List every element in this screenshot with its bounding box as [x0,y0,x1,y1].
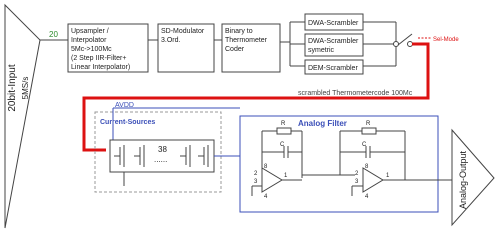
stage-1-pin-2: 2 [254,171,258,177]
output-port-label: Analog-Output [458,150,468,209]
input-port-rate: 5MS/s [21,77,30,100]
stage-2-pin-2: 2 [355,171,359,177]
switch-contact-a [393,41,399,47]
dwa-scrambler-label: DWA-Scrambler [308,20,359,27]
transistor-cell-4 [198,145,209,167]
upsampler-line-1: Upsampler / [71,28,109,35]
stage-1-pin-4: 4 [264,194,268,200]
stage-2-pin-1: 1 [386,173,390,179]
dwa-sym-scrambler-label-1: DWA-Scrambler [308,38,359,45]
input-port-shape [4,3,41,229]
transistor-cell-1 [114,145,125,167]
stage-2-pin-8: 8 [365,164,369,170]
current-sources-title: Current-Sources [100,119,155,126]
output-port-shape [451,128,495,227]
therm-coder-block [221,23,281,73]
upsampler-line-3: 5Mc->100Mc [71,46,112,53]
dwa-sym-scrambler-label-2: symetric [308,47,335,54]
analog-filter-block [239,115,439,213]
upsampler-line-4: (2 Step IIR-Filter+ [71,55,126,62]
stage-1-pin-3: 3 [254,179,258,185]
stage-2-c-label: C [362,142,367,148]
transistor-cell-2 [134,145,145,167]
dem-scrambler-label: DEM-Scrambler [308,65,358,72]
stage-1-r-label: R [281,121,286,127]
sd-modulator-line-1: SD-Modulator [161,28,205,35]
stage-1-pin-1: 1 [284,173,288,179]
current-sources-block [94,111,222,193]
dwa-sym-scrambler-block [304,33,364,57]
stage-2-pin-4: 4 [365,194,369,200]
stage-1-c-label: C [280,142,285,148]
dem-scrambler-block [304,59,364,75]
system-block-diagram: 20bit-Input 5MS/s 20 Upsampler / Interpo… [4,3,495,229]
scrambled-code-bus [82,42,430,152]
scrambled-code-label: scrambled Thermometercode 100Mc [298,90,413,97]
stage-1-pin-8: 8 [264,164,268,170]
therm-coder-line-3: Coder [225,46,245,53]
therm-coder-line-1: Binary to [225,28,253,35]
bus-width-label: 20 [49,30,58,39]
switch-contact-b [407,41,413,47]
therm-coder-line-2: Thermometer [225,37,268,44]
current-source-array [109,139,215,173]
stage-2-pin-3: 3 [355,179,359,185]
sel-mode-label: Sel-Mode [433,37,459,43]
switch-lever [397,33,413,46]
upsampler-block [67,23,149,73]
transistor-cell-3 [180,145,191,167]
filter-stage-1 [251,127,303,196]
current-source-count: 38 [158,145,167,154]
filter-stage-2 [339,127,452,196]
sd-modulator-block [157,23,215,73]
current-source-ellipsis: ...... [154,155,167,164]
upsampler-line-5: Linear Interpolator) [71,64,130,71]
sd-modulator-line-2: 3.Ord. [161,37,181,44]
upsampler-line-2: Interpolator [71,37,107,44]
input-port-label: 20bit-Input [7,64,18,111]
avdd-label: AVDD [115,102,134,109]
stage-2-r-label: R [366,121,371,127]
analog-filter-title: Analog Filter [298,119,347,128]
